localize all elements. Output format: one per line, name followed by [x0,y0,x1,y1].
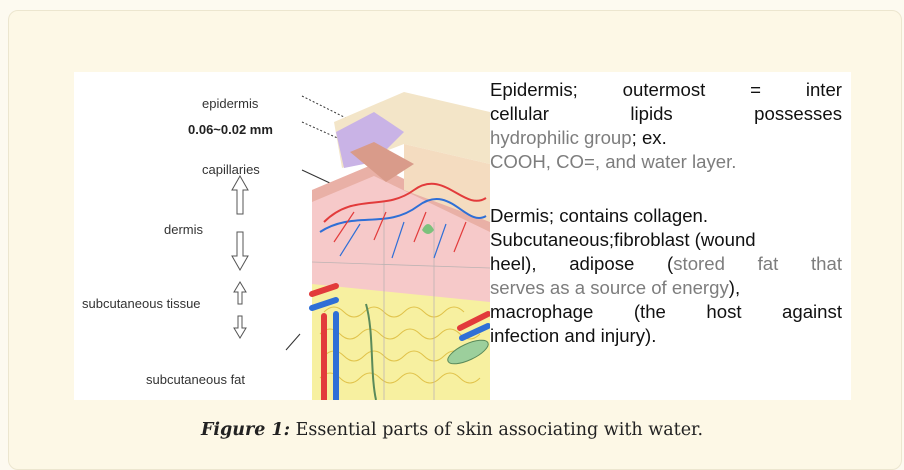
label-subcutaneous-fat: subcutaneous fat [146,372,245,387]
label-thickness: 0.06~0.02 mm [188,122,273,137]
label-dermis: dermis [164,222,203,237]
fat-leader-line [286,334,300,350]
figure-panel: epidermis 0.06~0.02 mm capillaries dermi… [74,72,851,400]
figure-caption-text: Essential parts of skin associating with… [290,420,703,440]
figure-caption-label: Figure 1: [201,420,290,440]
skin-cross-section-illustration [74,72,490,400]
label-subcutaneous-tissue: subcutaneous tissue [82,296,201,311]
epidermis-desc-line-4: COOH, CO=, and water layer. [490,150,842,174]
example-text: ; ex. [632,127,667,148]
hydrophilic-group-text: hydrophilic group [490,127,632,148]
subcutaneous-up-arrow [234,282,246,304]
figure-description: Epidermis; outermost = inter cellular li… [490,78,842,348]
dermis-desc-line-5: macrophage (the host against [490,300,842,324]
adipose-text: heel), adipose ( [490,253,673,274]
epidermis-desc-line-1: Epidermis; outermost = inter [490,78,842,102]
capillaries-leader-line [302,170,332,184]
dermis-down-arrow [232,232,248,270]
dermis-desc-line-6: infection and injury). [490,324,842,348]
label-capillaries: capillaries [202,162,260,177]
stored-fat-text: stored fat that [673,253,842,274]
dermis-desc-line-1: Dermis; contains collagen. [490,204,842,228]
energy-source-text: serves as a source of energy [490,277,729,298]
dermis-desc-line-2: Subcutaneous;fibroblast (wound [490,228,842,252]
dermis-up-arrow [232,176,248,214]
paren-close-text: ), [729,277,740,298]
epidermis-desc-line-3: hydrophilic group; ex. [490,126,842,150]
subcutaneous-down-arrow [234,316,246,338]
figure-caption: Figure 1: Essential parts of skin associ… [0,420,904,440]
dermis-desc-line-3: heel), adipose (stored fat that [490,252,842,276]
label-epidermis: epidermis [202,96,258,111]
dermis-desc-line-4: serves as a source of energy), [490,276,842,300]
epidermis-desc-line-2: cellular lipids possesses [490,102,842,126]
